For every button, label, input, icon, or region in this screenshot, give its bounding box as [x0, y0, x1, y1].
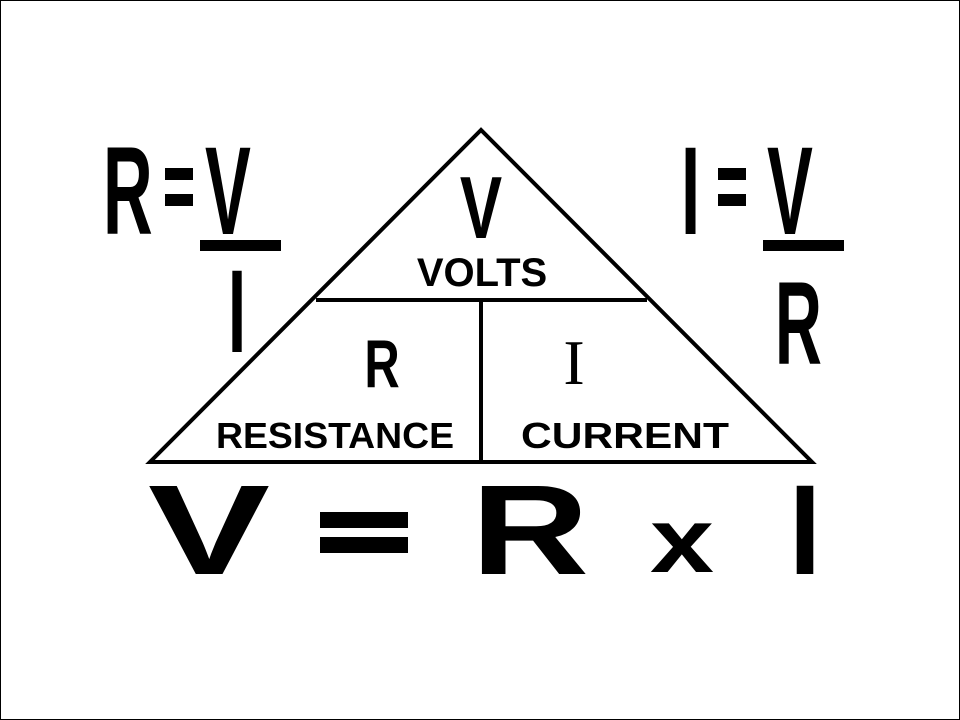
equation-i: I [789, 459, 821, 602]
right-formula-numerator: V [767, 122, 813, 261]
equation-times: x [650, 490, 714, 592]
left-fraction-bar [200, 240, 281, 251]
right-equals-bar-top [718, 168, 746, 180]
left-formula-denominator: I [228, 247, 246, 378]
triangle-left-label: RESISTANCE [216, 415, 454, 456]
triangle-top-symbol: V [460, 160, 502, 258]
left-equals-bar-bottom [165, 194, 193, 206]
triangle-left-symbol: R [364, 325, 399, 402]
equation-r: R [471, 459, 589, 602]
left-formula-lhs: R [103, 122, 153, 261]
equation-equals-bar-top [320, 512, 408, 528]
left-formula: R V I [103, 122, 281, 378]
triangle-right-symbol: I [563, 327, 584, 398]
main-equation: V R x I [148, 459, 821, 602]
left-formula-numerator: V [205, 122, 251, 261]
right-formula-denominator: R [775, 259, 822, 390]
right-fraction-bar [763, 240, 844, 251]
equation-equals-bar-bottom [320, 537, 408, 553]
triangle-top-label: VOLTS [417, 251, 547, 295]
triangle-right-label: CURRENT [521, 415, 729, 456]
right-formula: I V R [681, 122, 844, 390]
right-formula-lhs: I [681, 122, 700, 261]
ohms-law-triangle: V VOLTS R RESISTANCE I CURRENT [145, 127, 817, 464]
left-equals-bar-top [165, 168, 193, 180]
right-equals-bar-bottom [718, 194, 746, 206]
equation-v: V [148, 459, 270, 602]
